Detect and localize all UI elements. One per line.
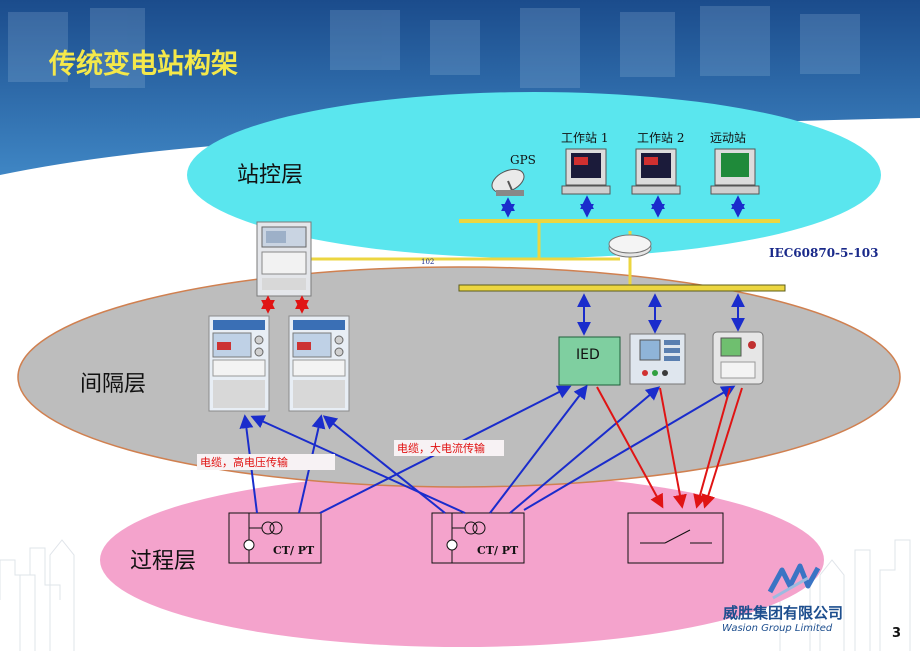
ctpt-label-left: CT/ PT	[273, 544, 315, 557]
ctpt-label-right: CT/ PT	[477, 544, 519, 557]
process-layer-ellipse	[100, 473, 824, 647]
red-control-arrows	[596, 386, 743, 509]
protocol-label: IEC60870-5-103	[769, 246, 878, 260]
logo-chinese-name: 威胜集团有限公司	[723, 604, 843, 622]
bus-small-label: 102	[421, 258, 434, 266]
cable-label-right: 电缆，大电流传输	[397, 441, 485, 455]
cable-label-left: 电缆，高电压传输	[200, 455, 288, 469]
workstation1-icon	[561, 148, 611, 195]
ied-device: IED	[558, 336, 621, 386]
ctpt-box-right: CT/ PT	[431, 512, 525, 564]
page-title: 传统变电站构架	[48, 48, 238, 80]
gps-dish-icon	[491, 168, 525, 196]
remote-station-icon	[710, 148, 760, 195]
cable-label-right-bg	[394, 440, 504, 456]
workstation1-label: 工作站 1	[561, 131, 608, 145]
bay-bus	[458, 284, 786, 292]
header-band	[0, 0, 920, 175]
ied-label: IED	[576, 347, 600, 363]
page-number: 3	[892, 626, 901, 641]
breaker-box	[627, 512, 724, 564]
process-layer-label: 过程层	[130, 549, 196, 574]
gps-label: GPS	[510, 153, 536, 167]
protection-relay-1	[629, 333, 686, 385]
station-layer-ellipse	[187, 92, 881, 258]
remote-station-label: 远动站	[710, 131, 746, 145]
bay-meter-1	[208, 315, 270, 412]
workstation2-icon	[631, 148, 681, 195]
wasion-logo: 威胜集团有限公司 Wasion Group Limited	[722, 563, 843, 634]
protection-relay-2	[712, 331, 764, 385]
workstation2-label: 工作站 2	[637, 131, 684, 145]
station-layer-label: 站控层	[237, 163, 303, 188]
concentrator-device	[256, 221, 312, 297]
ctpt-box-left: CT/ PT	[228, 512, 322, 564]
bay-layer-label: 间隔层	[80, 372, 146, 397]
bay-meter-2	[288, 315, 350, 412]
cable-label-left-bg	[197, 454, 335, 470]
router-icon	[608, 234, 652, 258]
logo-english-name: Wasion Group Limited	[722, 623, 833, 634]
